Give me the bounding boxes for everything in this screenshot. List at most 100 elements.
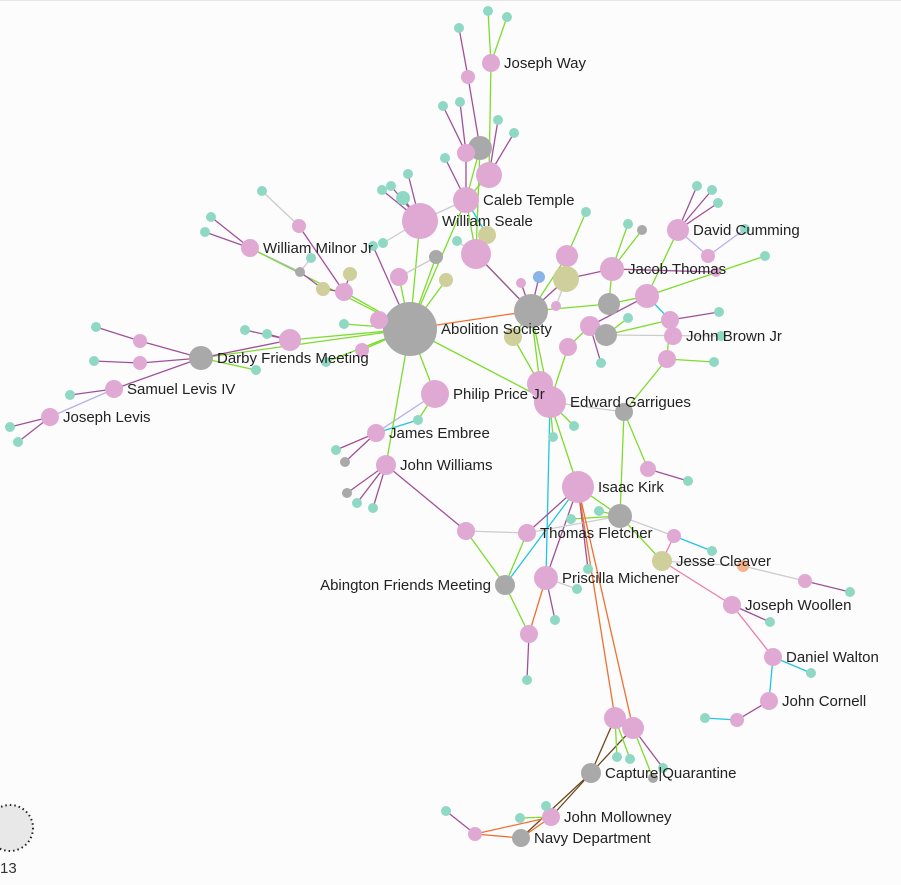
node-o4[interactable] (441, 806, 451, 816)
node-f6[interactable] (701, 249, 715, 263)
node-JE[interactable] (367, 424, 385, 442)
node-e1[interactable] (343, 267, 357, 281)
node-g3[interactable] (635, 284, 659, 308)
node-g10[interactable] (661, 311, 679, 329)
node-JL[interactable] (41, 408, 59, 426)
node-JWo[interactable] (723, 596, 741, 614)
node-k5[interactable] (368, 503, 378, 513)
node-n5[interactable] (658, 763, 668, 773)
node-g2[interactable] (598, 293, 620, 315)
node-JM[interactable] (542, 808, 560, 826)
node-m5[interactable] (798, 574, 812, 588)
node-m2[interactable] (550, 615, 560, 625)
node-j5[interactable] (413, 415, 423, 425)
node-g6[interactable] (504, 328, 522, 346)
node-g1[interactable] (514, 294, 548, 328)
node-e3[interactable] (295, 267, 305, 277)
node-l4[interactable] (594, 506, 604, 516)
node-k3[interactable] (342, 488, 352, 498)
node-a4[interactable] (461, 70, 475, 84)
node-o1[interactable] (541, 801, 551, 811)
node-JW[interactable] (482, 54, 500, 72)
node-e2[interactable] (316, 282, 330, 296)
node-h6[interactable] (355, 343, 369, 357)
node-d6[interactable] (556, 245, 578, 267)
node-JC[interactable] (652, 551, 672, 571)
node-i2[interactable] (5, 422, 15, 432)
node-b1[interactable] (438, 101, 448, 111)
node-h1[interactable] (279, 329, 301, 351)
node-e6[interactable] (439, 273, 453, 287)
node-AS[interactable] (383, 302, 437, 356)
node-g13[interactable] (596, 358, 606, 368)
node-d8[interactable] (533, 271, 545, 283)
node-b6[interactable] (457, 144, 475, 162)
node-d2[interactable] (461, 239, 491, 269)
node-b3[interactable] (493, 115, 503, 125)
node-d4[interactable] (452, 236, 462, 246)
node-c8[interactable] (200, 227, 210, 237)
node-c4[interactable] (396, 191, 410, 205)
node-k4[interactable] (352, 498, 362, 508)
node-a1[interactable] (483, 6, 493, 16)
node-e7[interactable] (368, 241, 378, 251)
node-f9[interactable] (711, 267, 721, 277)
node-g14[interactable] (658, 350, 676, 368)
node-m1[interactable] (520, 625, 538, 643)
node-a2[interactable] (502, 12, 512, 22)
node-o2[interactable] (515, 813, 525, 823)
node-g11[interactable] (714, 307, 724, 317)
node-ND[interactable] (512, 829, 530, 847)
node-f8[interactable] (760, 251, 770, 261)
node-SL[interactable] (105, 380, 123, 398)
node-h11[interactable] (251, 365, 261, 375)
node-e4[interactable] (335, 283, 353, 301)
node-b8[interactable] (476, 162, 502, 188)
node-DW[interactable] (764, 648, 782, 666)
node-i3[interactable] (13, 437, 23, 447)
node-f3[interactable] (692, 181, 702, 191)
node-c6[interactable] (292, 219, 306, 233)
node-l8[interactable] (457, 522, 475, 540)
node-m9[interactable] (730, 713, 744, 727)
node-g8[interactable] (551, 301, 561, 311)
node-l6[interactable] (667, 529, 681, 543)
node-c3[interactable] (386, 181, 396, 191)
node-e8[interactable] (306, 253, 316, 263)
node-JT[interactable] (600, 257, 624, 281)
node-j4[interactable] (569, 421, 579, 431)
node-n1[interactable] (604, 707, 626, 729)
node-g15[interactable] (709, 357, 719, 367)
node-c5[interactable] (257, 186, 267, 196)
node-l2[interactable] (683, 476, 693, 486)
node-m7[interactable] (765, 617, 775, 627)
node-f5[interactable] (713, 198, 723, 208)
node-b7[interactable] (440, 153, 450, 163)
node-l5[interactable] (566, 514, 576, 524)
node-a3[interactable] (454, 23, 464, 33)
node-g9[interactable] (623, 313, 633, 323)
node-PM[interactable] (534, 566, 558, 590)
node-CQ[interactable] (581, 763, 601, 783)
node-n4[interactable] (612, 752, 622, 762)
node-m4[interactable] (572, 584, 582, 594)
node-l7[interactable] (707, 546, 717, 556)
node-d5[interactable] (581, 207, 591, 217)
node-j3[interactable] (548, 432, 558, 442)
node-JB[interactable] (664, 327, 682, 345)
node-DF[interactable] (189, 346, 213, 370)
node-WS[interactable] (402, 203, 438, 239)
node-l1[interactable] (640, 461, 656, 477)
node-j1[interactable] (527, 371, 553, 397)
node-DC[interactable] (667, 219, 689, 241)
node-m3[interactable] (522, 675, 532, 685)
node-AF[interactable] (495, 575, 515, 595)
node-f1[interactable] (623, 219, 633, 229)
node-c2[interactable] (377, 185, 387, 195)
node-c7[interactable] (206, 212, 216, 222)
node-TF[interactable] (518, 524, 536, 542)
node-n3[interactable] (625, 754, 635, 764)
node-f2[interactable] (637, 225, 647, 235)
node-n2[interactable] (622, 717, 644, 739)
node-m6[interactable] (845, 587, 855, 597)
